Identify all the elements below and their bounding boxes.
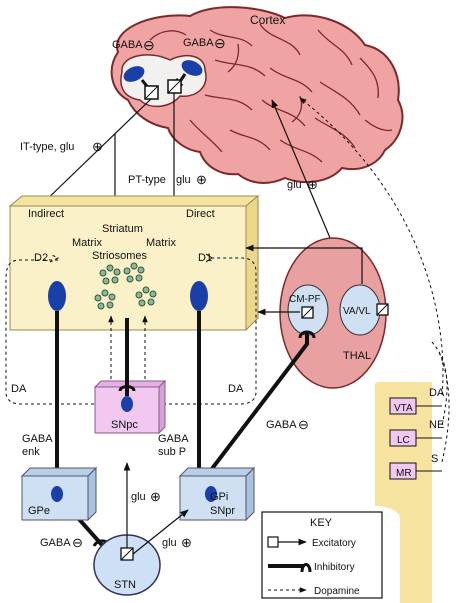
cortex: Cortex GABA ⊖ GABA ⊖ bbox=[110, 6, 404, 184]
gpi-to-thal-pathway bbox=[209, 332, 309, 472]
indirect-label: Indirect bbox=[28, 208, 64, 220]
cortex-gaba-interneuron-right bbox=[181, 60, 203, 76]
stn-label: STN bbox=[114, 579, 136, 591]
striosome-1 bbox=[99, 264, 121, 285]
it-type-projection-arrow bbox=[39, 98, 152, 207]
gpi-neuron bbox=[205, 486, 217, 502]
excitatory-key-label: Excitatory bbox=[312, 538, 356, 549]
key-title: KEY bbox=[310, 517, 333, 529]
thal-label: THAL bbox=[343, 350, 371, 362]
thal-cortex-plus-icon: ⊕ bbox=[307, 177, 318, 192]
gaba-right-minus-icon: ⊖ bbox=[214, 35, 226, 51]
glu-stn-right-label: glu bbox=[162, 537, 177, 549]
cortex-gaba-interneuron-left bbox=[123, 66, 145, 82]
gpe-label: GPe bbox=[28, 505, 50, 517]
striosome-3 bbox=[94, 289, 116, 310]
gaba-thal-label: GABA bbox=[266, 419, 297, 431]
brainstem-shape bbox=[375, 382, 432, 603]
snpc: SNpc bbox=[93, 379, 167, 435]
cortex-brain-shape bbox=[110, 6, 404, 184]
da-left-label: DA bbox=[11, 383, 27, 395]
pt-type-plus-icon: ⊕ bbox=[196, 172, 207, 187]
s-label: S bbox=[431, 453, 438, 465]
mr-label: MR bbox=[396, 468, 412, 479]
da-mid-label: DA bbox=[228, 383, 244, 395]
pt-type-glu-label: glu bbox=[176, 174, 191, 186]
gaba-right-label: GABA bbox=[183, 37, 214, 49]
snpc-label: SNpc bbox=[111, 419, 138, 431]
gaba-subp-label-2: sub P bbox=[158, 446, 186, 458]
striatum: Indirect Direct Striatum Matrix Matrix S… bbox=[8, 194, 260, 332]
thal-cortex-glu-label: glu bbox=[287, 179, 302, 191]
stn-excitatory bbox=[123, 462, 189, 555]
gaba-stn-label: GABA bbox=[40, 537, 71, 549]
glu-stn-right-plus-icon: ⊕ bbox=[181, 535, 192, 550]
snpc-neuron bbox=[121, 396, 133, 412]
gaba-left-label: GABA bbox=[112, 39, 143, 51]
gaba-enk-label-1: GABA bbox=[22, 433, 53, 445]
da-right-label: DA bbox=[429, 387, 445, 399]
thalamus: CM-PF VA/VL THAL bbox=[279, 237, 389, 389]
d2-neuron bbox=[48, 281, 66, 311]
striosome-4 bbox=[135, 286, 157, 307]
excitatory-key-icon bbox=[267, 536, 279, 548]
gaba-enk-label-2: enk bbox=[22, 446, 40, 458]
dopamine-key-label: Dopamine bbox=[314, 586, 360, 597]
striosomes-label: Striosomes bbox=[92, 250, 148, 262]
glu-stn-up-plus-icon: ⊕ bbox=[150, 489, 161, 504]
stn: STN bbox=[93, 534, 161, 596]
gpe: GPe bbox=[20, 466, 98, 522]
key-legend: KEY Excitatory Inhibitory Dopamine bbox=[261, 511, 383, 599]
va-vl-label: VA/VL bbox=[343, 306, 371, 317]
it-type-label: IT-type, glu bbox=[20, 141, 74, 153]
ne-path bbox=[429, 339, 448, 426]
cortex-label: Cortex bbox=[250, 13, 285, 27]
gpi-label: GPi bbox=[210, 491, 228, 503]
matrix-left-label: Matrix bbox=[72, 237, 102, 249]
cortex-gyri bbox=[149, 23, 393, 163]
d1-label: D1 bbox=[198, 252, 212, 264]
stn-to-gpi-arrow bbox=[132, 509, 189, 555]
glu-stn-up-label: glu bbox=[131, 491, 146, 503]
lc-label: LC bbox=[397, 435, 410, 446]
da-arrow-d2 bbox=[49, 253, 60, 263]
striosome-2 bbox=[123, 262, 145, 283]
direct-label: Direct bbox=[186, 208, 215, 220]
matrix-right-label: Matrix bbox=[146, 237, 176, 249]
s-path bbox=[437, 349, 450, 463]
striosome-clusters bbox=[94, 262, 157, 310]
gaba-stn-minus-icon: ⊖ bbox=[72, 535, 83, 550]
d1-neuron bbox=[190, 281, 208, 311]
cm-pf-label: CM-PF bbox=[289, 294, 321, 305]
gpe-neuron bbox=[51, 486, 63, 502]
snpr-label: SNpr bbox=[210, 505, 235, 517]
ne-label: NE bbox=[429, 419, 444, 431]
da-arrow-d1 bbox=[205, 253, 213, 263]
thal-to-striatum bbox=[245, 244, 363, 316]
vta-label: VTA bbox=[394, 403, 413, 414]
striatum-label: Striatum bbox=[102, 223, 143, 235]
gpi-snpr: GPi SNpr bbox=[178, 466, 256, 522]
va-vl-to-striatum-arrow bbox=[245, 244, 363, 284]
gaba-subp-label-1: GABA bbox=[158, 433, 189, 445]
gaba-thal-minus-icon: ⊖ bbox=[298, 417, 309, 432]
pt-type-label: PT-type bbox=[128, 174, 166, 186]
it-type-plus-icon: ⊕ bbox=[92, 139, 103, 154]
inhibitory-key-label: Inhibitory bbox=[314, 562, 355, 573]
gaba-left-minus-icon: ⊖ bbox=[143, 37, 155, 53]
brainstem-nuclei: VTA LC MR DA NE S bbox=[375, 382, 445, 603]
d2-label: D2 bbox=[34, 252, 48, 264]
